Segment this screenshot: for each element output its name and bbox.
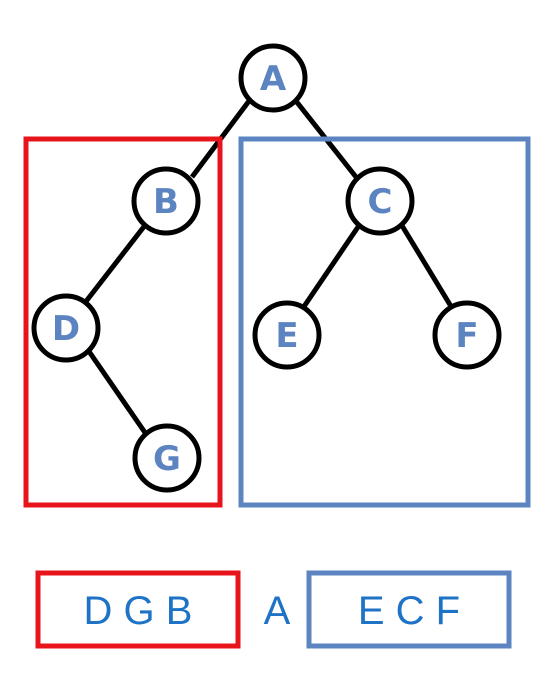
edge-c-e (300, 222, 363, 310)
node-a-label: A (260, 59, 287, 99)
root-sequence-text: A (264, 589, 291, 633)
node-b: B (131, 166, 201, 236)
node-c-label: C (368, 182, 393, 222)
node-f: F (432, 300, 502, 370)
tree-edges (82, 99, 455, 436)
node-d-label: D (52, 309, 80, 349)
node-e: E (252, 300, 322, 370)
node-g-label: G (153, 439, 181, 479)
node-c: C (345, 166, 415, 236)
node-g: G (132, 423, 202, 493)
right-subtree-box (238, 136, 531, 508)
right-sequence-text: E C F (358, 589, 460, 633)
edge-c-f (398, 222, 455, 310)
edge-d-g (85, 348, 149, 436)
edge-b-d (82, 222, 148, 306)
node-b-label: B (153, 182, 179, 222)
left-sequence-box (35, 570, 241, 649)
node-a: A (238, 43, 308, 113)
left-sequence-text: D G B (84, 589, 193, 633)
left-subtree-box (23, 136, 223, 508)
right-sequence-box (306, 570, 512, 649)
node-f-label: F (455, 316, 478, 356)
node-d: D (31, 293, 101, 363)
node-e-label: E (275, 316, 298, 356)
